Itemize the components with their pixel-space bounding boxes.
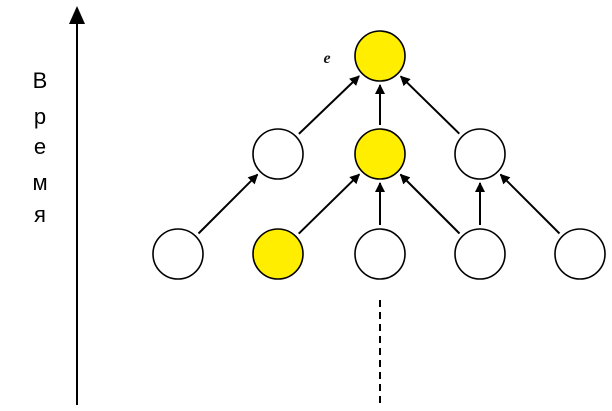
edge-arrow-bottom-2-to-mid-center	[298, 173, 361, 235]
edge-arrow-mid-right-to-top	[399, 75, 460, 135]
time-axis-arrowhead	[69, 6, 85, 24]
edges-layer	[197, 75, 561, 235]
node-bottom-2-highlighted	[252, 228, 304, 280]
node-mid-center-highlighted	[354, 128, 406, 180]
node-bottom-4	[454, 228, 506, 280]
edge-arrow-bottom-1-to-mid-left	[197, 173, 259, 235]
edge-arrow-bottom-5-to-mid-right	[499, 173, 561, 235]
node-bottom-3	[354, 228, 406, 280]
nodes-layer	[152, 30, 606, 280]
time-label-letter: е	[34, 134, 46, 159]
edge-arrow-bottom-4-to-mid-center	[399, 173, 461, 235]
time-axis	[69, 6, 85, 405]
time-label-letter: р	[34, 104, 46, 129]
node-bottom-1	[152, 228, 204, 280]
node-top-highlighted	[354, 30, 406, 82]
time-label-letter: м	[32, 170, 47, 195]
event-label: e	[323, 50, 330, 67]
edge-arrow-mid-left-to-top	[298, 75, 360, 135]
time-axis-label: В р е м я	[32, 68, 47, 227]
node-mid-right	[454, 128, 506, 180]
time-label-letter: В	[33, 68, 48, 93]
node-mid-left	[252, 128, 304, 180]
time-label-letter: я	[34, 202, 46, 227]
node-bottom-5	[554, 228, 606, 280]
